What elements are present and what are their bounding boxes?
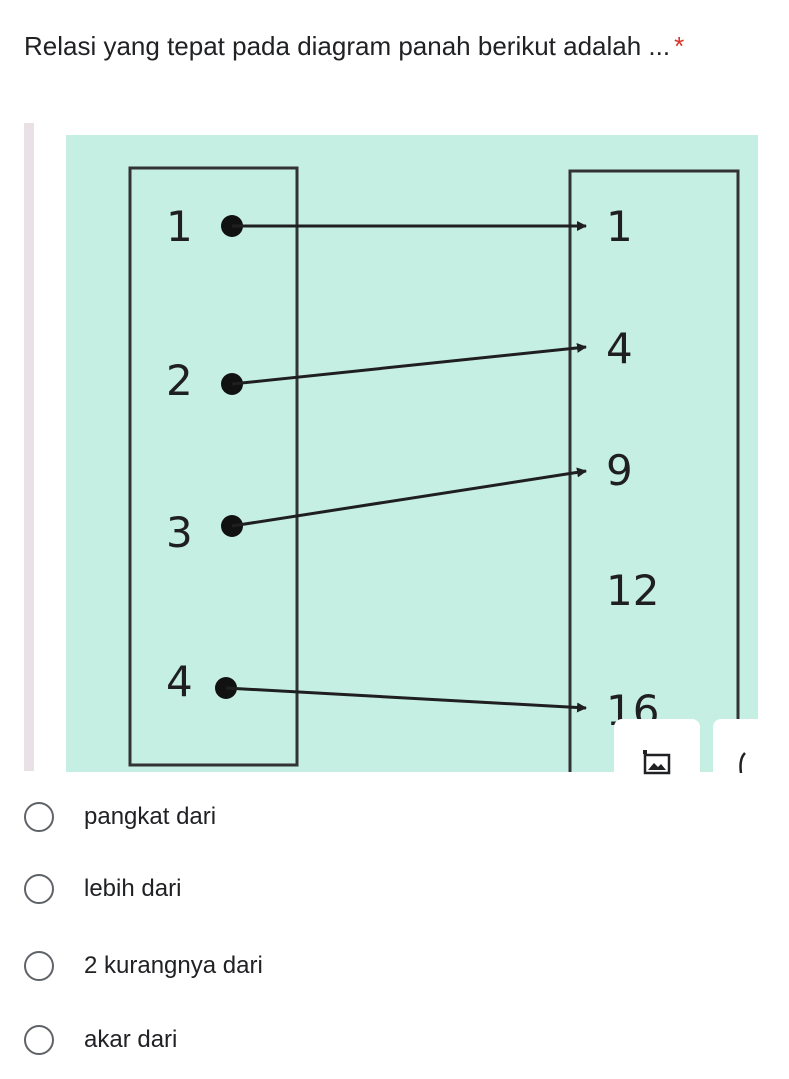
arrow-diagram-svg: 1 2 3 4 1 4 9 12 16 [128, 166, 740, 772]
codomain-label-4: 4 [606, 324, 633, 373]
domain-label-1: 1 [166, 202, 193, 251]
question-text: Relasi yang tepat pada diagram panah ber… [24, 31, 671, 61]
question-title: Relasi yang tepat pada diagram panah ber… [24, 28, 684, 64]
question-image: 1 2 3 4 1 4 9 12 16 [24, 123, 789, 775]
option-pangkat-dari[interactable]: pangkat dari [24, 799, 216, 835]
radio-button[interactable] [24, 802, 54, 832]
codomain-box [568, 169, 740, 772]
codomain-label-12: 12 [606, 566, 659, 615]
arrow-4-to-16 [225, 686, 587, 713]
domain-label-2: 2 [166, 356, 193, 405]
image-left-border [24, 123, 34, 771]
arrow-3-to-9 [231, 467, 587, 528]
domain-label-4: 4 [166, 657, 193, 706]
image-toolbar [614, 719, 789, 775]
option-2-kurangnya-dari[interactable]: 2 kurangnya dari [24, 948, 263, 984]
image-more-button[interactable] [713, 719, 789, 774]
option-label: pangkat dari [84, 803, 217, 830]
arrow-2-to-4 [231, 342, 587, 386]
option-lebih-dari[interactable]: lebih dari [24, 871, 181, 907]
option-label: akar dari [84, 1026, 178, 1053]
radio-button[interactable] [24, 874, 54, 904]
image-icon [643, 750, 671, 775]
domain-label-3: 3 [166, 508, 193, 557]
option-label: 2 kurangnya dari [84, 952, 263, 979]
option-akar-dari[interactable]: akar dari [24, 1022, 177, 1058]
radio-button[interactable] [24, 1025, 54, 1055]
required-marker: * [674, 31, 685, 61]
option-label: lebih dari [84, 875, 182, 902]
codomain-label-9: 9 [606, 446, 633, 495]
image-view-button[interactable] [614, 719, 700, 775]
radio-button[interactable] [24, 951, 54, 981]
arrow-diagram: 1 2 3 4 1 4 9 12 16 [66, 135, 758, 772]
codomain-label-1: 1 [606, 202, 633, 251]
domain-box [128, 166, 299, 767]
more-icon [739, 752, 746, 774]
